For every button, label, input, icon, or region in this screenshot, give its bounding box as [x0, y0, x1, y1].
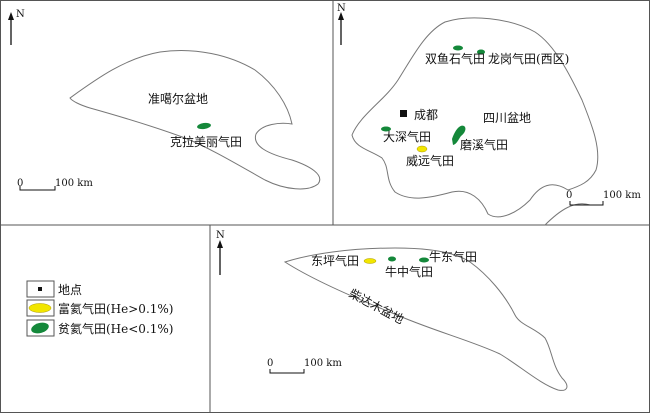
svg-text:N: N	[337, 3, 346, 14]
kelameili-field	[197, 122, 211, 130]
kelameili-field-label: 克拉美丽气田	[170, 134, 242, 149]
niuzhong-field	[388, 256, 396, 262]
longgang-label: 龙岗气田(西区)	[488, 51, 569, 66]
scale-bar: 0 100 km	[17, 178, 93, 191]
legend-he-poor: 贫氦气田(He<0.1%)	[58, 321, 173, 336]
moxi-field	[452, 125, 466, 145]
svg-text:0: 0	[267, 358, 273, 369]
dashen-field	[381, 126, 391, 132]
junggar-panel: N 准噶尔盆地 克拉美丽气田 0 100 km	[8, 9, 321, 191]
north-arrow-icon: N	[8, 9, 25, 45]
junggar-basin-outline	[69, 50, 321, 190]
scale-bar: 0 100 km	[267, 358, 342, 374]
north-arrow-icon: N	[216, 230, 225, 275]
sichuan-panel: N 成都 四川盆地 双鱼石气田 龙岗气田(西区) 大深气田 磨溪气田 威远气田 …	[337, 3, 641, 226]
he-poor-icon	[31, 322, 49, 334]
scale-bar: 0 100 km	[566, 190, 641, 206]
svg-text:N: N	[216, 230, 225, 241]
moxi-label: 磨溪气田	[460, 137, 508, 152]
legend-location: 地点	[58, 283, 82, 297]
weiyuan-label: 威远气田	[406, 153, 454, 168]
dashen-label: 大深气田	[383, 129, 431, 144]
location-icon	[38, 287, 42, 291]
shuangyushi-field	[453, 45, 463, 51]
legend: 地点 富氦气田(He>0.1%) 贫氦气田(He<0.1%)	[26, 280, 173, 337]
niudong-label: 牛东气田	[429, 249, 477, 264]
svg-text:0: 0	[566, 190, 572, 201]
chengdu-location-icon	[400, 110, 407, 117]
longgang-field	[477, 49, 485, 55]
svg-text:100 km: 100 km	[603, 190, 641, 201]
shuangyushi-label: 双鱼石气田	[425, 51, 485, 66]
svg-text:100 km: 100 km	[304, 358, 342, 369]
north-label: N	[16, 9, 25, 20]
svg-text:0: 0	[17, 178, 23, 189]
sichuan-basin-label: 四川盆地	[483, 111, 531, 125]
he-rich-icon	[28, 303, 52, 313]
dongping-field	[363, 258, 377, 264]
svg-text:100 km: 100 km	[55, 178, 93, 189]
north-arrow-icon: N	[337, 3, 346, 45]
legend-he-rich: 富氦气田(He>0.1%)	[58, 301, 173, 316]
qaidam-panel: N 东坪气田 牛中气田 牛东气田 柴达木盆地 0 100 km	[216, 230, 568, 391]
dongping-label: 东坪气田	[311, 253, 359, 268]
sichuan-basin-outline	[351, 17, 599, 218]
weiyuan-field	[416, 145, 428, 153]
qaidam-basin-outline	[283, 247, 568, 391]
qaidam-basin-label: 柴达木盆地	[347, 286, 407, 327]
junggar-basin-label: 准噶尔盆地	[148, 91, 208, 106]
niudong-field	[419, 257, 429, 263]
chengdu-label: 成都	[414, 108, 438, 122]
niuzhong-label: 牛中气田	[385, 264, 433, 279]
